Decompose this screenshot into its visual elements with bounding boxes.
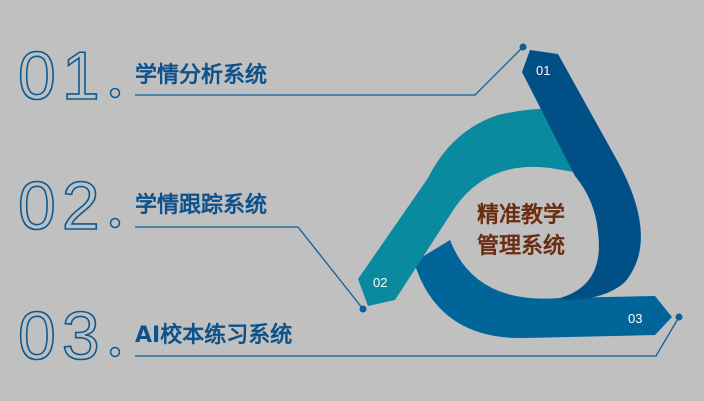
ribbon-01 [522, 50, 641, 300]
item-label: 学情跟踪系统 [135, 192, 267, 218]
item-number: 03 [18, 298, 106, 374]
item-3: 03 AI校本练习系统 [17, 297, 683, 375]
item-number: 02 [18, 168, 106, 244]
item-label: 学情分析系统 [135, 62, 267, 88]
ribbon-tag-02: 02 [373, 275, 387, 290]
number-dot [109, 346, 121, 358]
center-title-line2: 管理系统 [477, 233, 565, 259]
number-dot [109, 217, 121, 229]
item-1: 01 学情分析系统 [17, 37, 527, 115]
ribbon-02 [358, 108, 598, 306]
item-2: 02 学情跟踪系统 [17, 167, 367, 313]
connector-line [135, 226, 364, 310]
item-number: 01 [18, 38, 106, 114]
number-dot [109, 87, 121, 99]
connector-dot [359, 305, 367, 313]
ribbon-03 [414, 240, 672, 339]
center-title-line1: 精准教学 [477, 202, 565, 228]
ribbon-tag-01: 01 [536, 63, 550, 78]
connector-dot [519, 43, 527, 51]
item-label: AI校本练习系统 [135, 322, 292, 348]
connector-dot [675, 313, 683, 321]
connector-line [135, 316, 680, 357]
ribbon-tag-03: 03 [628, 311, 642, 326]
connector-line [135, 46, 524, 96]
